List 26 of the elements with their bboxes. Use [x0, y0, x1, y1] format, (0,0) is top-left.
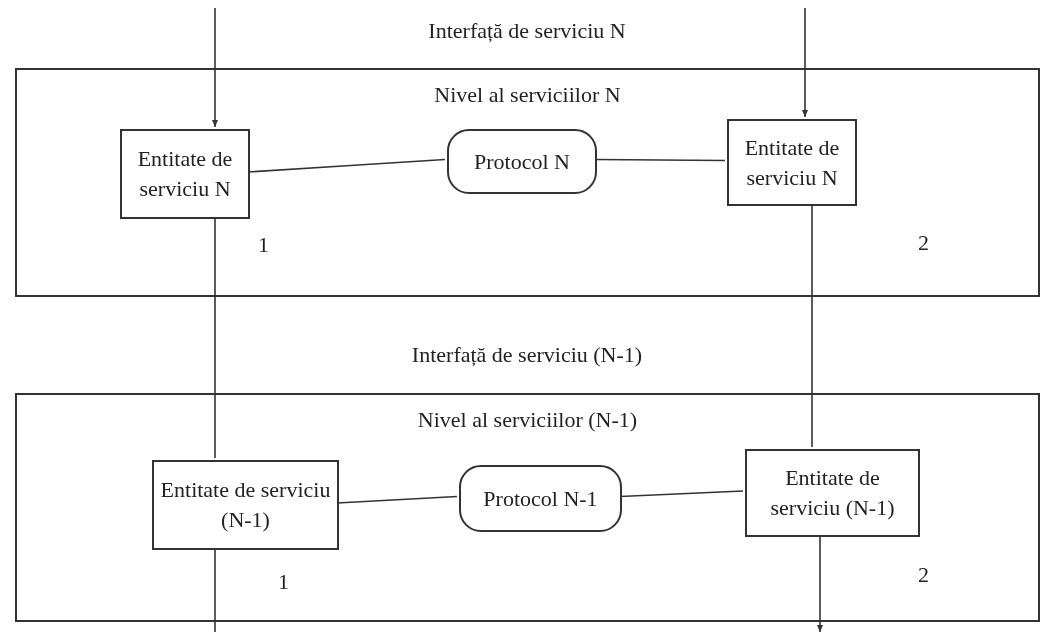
entity-number: 2	[918, 229, 929, 257]
entity-number: 1	[278, 568, 289, 596]
arrow	[817, 534, 823, 633]
entity-box: Entitate de serviciu N	[727, 119, 857, 206]
connector-line	[619, 490, 744, 498]
arrow	[802, 7, 808, 118]
entity-box: Entitate de serviciu (N-1)	[745, 449, 920, 537]
protocol-box: Protocol N	[447, 129, 597, 194]
layer-box	[15, 393, 1040, 622]
interface-label: Interfață de serviciu N	[428, 17, 626, 45]
arrow	[212, 7, 218, 128]
connector-line	[594, 158, 726, 162]
entity-number: 1	[258, 231, 269, 259]
connector-line	[214, 547, 216, 633]
interface-label: Interfață de serviciu (N-1)	[411, 341, 643, 369]
entity-box: Entitate de serviciu N	[120, 129, 250, 219]
connector-line	[336, 495, 458, 504]
entity-box: Entitate de serviciu (N-1)	[152, 460, 339, 550]
connector-line	[247, 158, 446, 173]
layer-box	[15, 68, 1040, 297]
connector-line	[811, 203, 813, 448]
connector-line	[214, 216, 216, 459]
layer-title: Nivel al serviciilor (N-1)	[416, 406, 639, 434]
protocol-box: Protocol N-1	[459, 465, 622, 532]
entity-number: 2	[918, 561, 929, 589]
layer-title: Nivel al serviciilor N	[433, 81, 622, 109]
